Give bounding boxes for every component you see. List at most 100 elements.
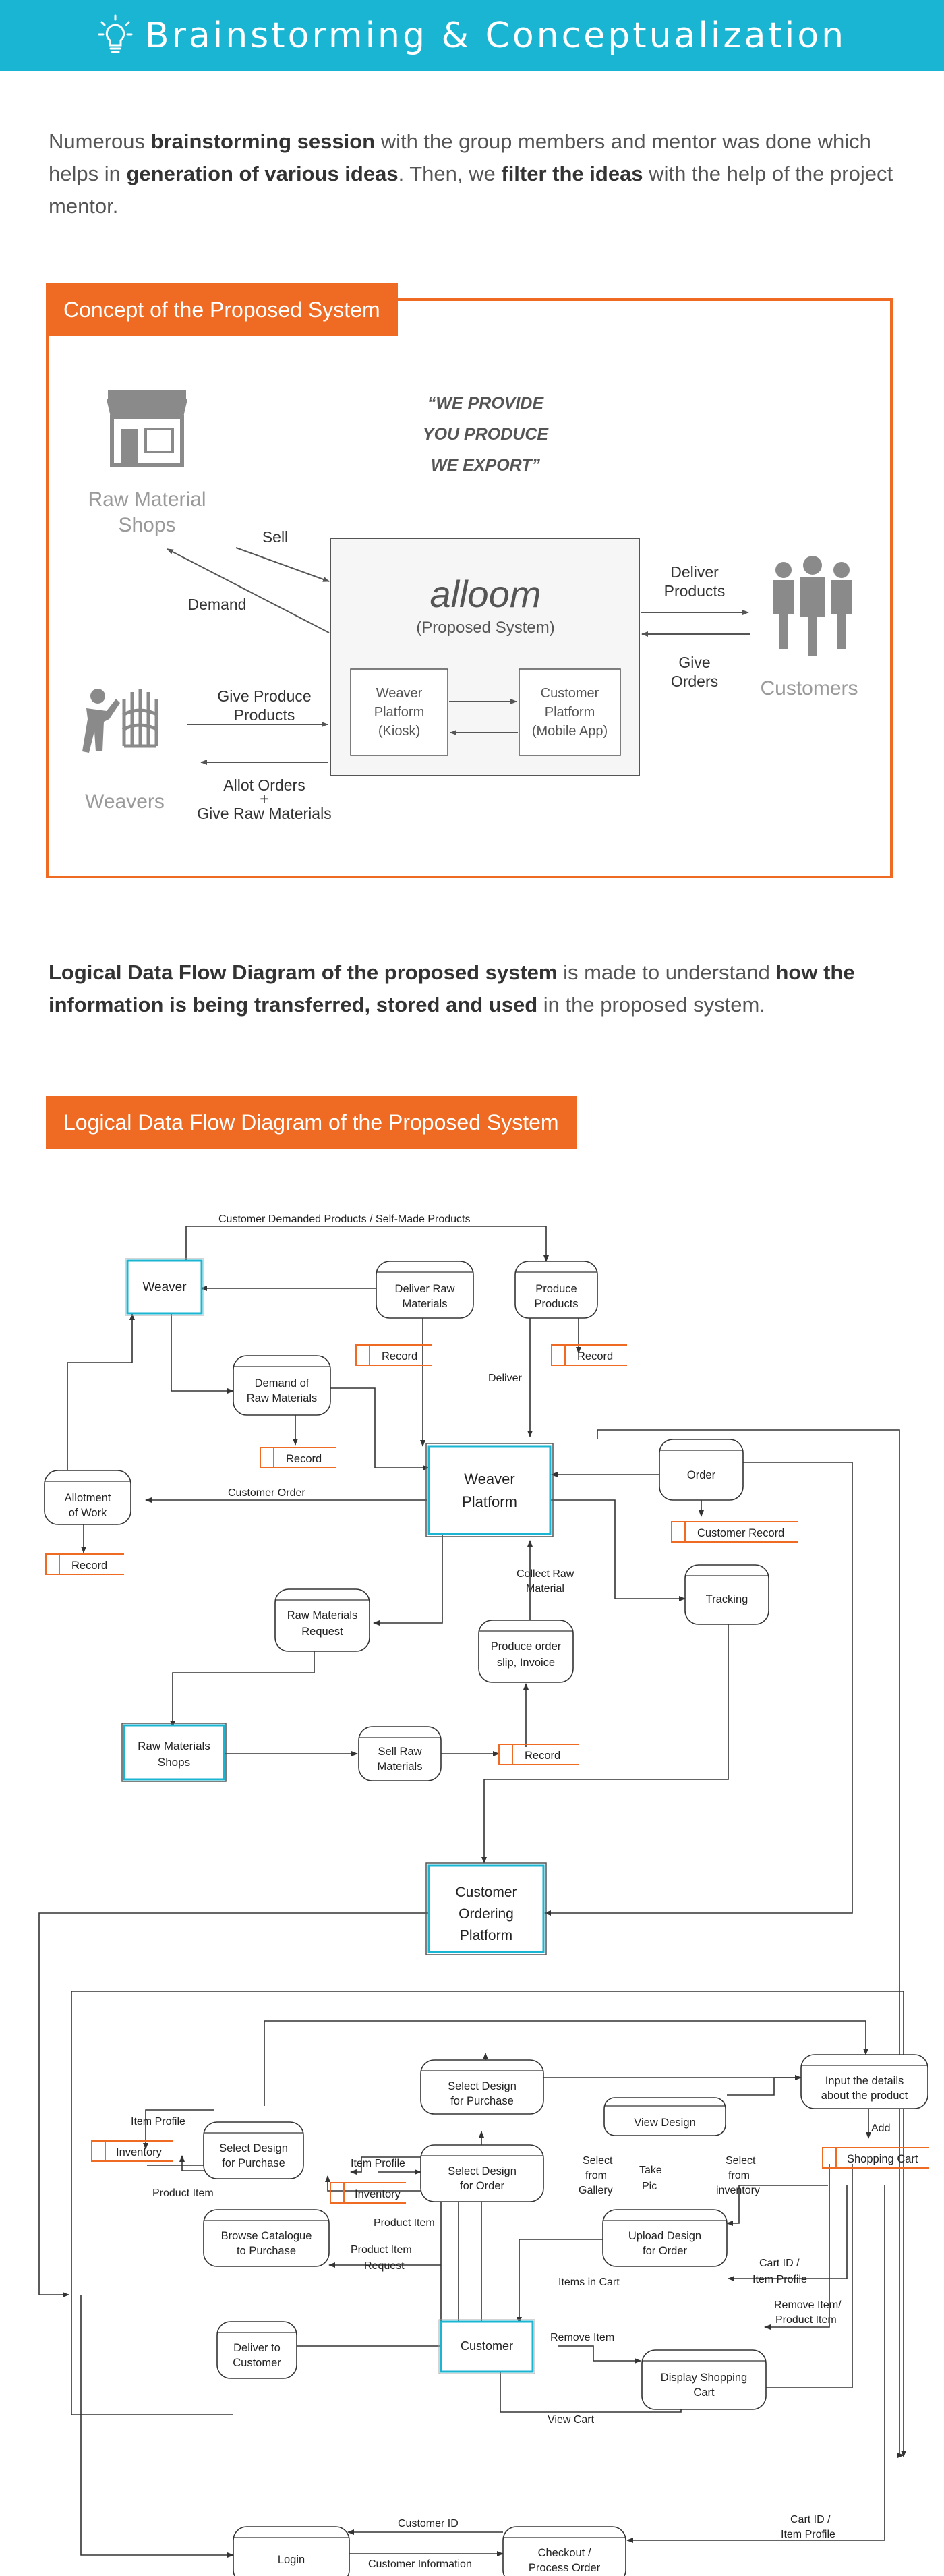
flow-label: Customer Demanded Products / Self-Made P… (218, 1213, 471, 1225)
flow-label: Product Item (775, 2314, 837, 2326)
flow-label: Deliver (488, 1373, 522, 1384)
weaver-platform-box (350, 668, 448, 756)
store-label: Shopping Cart (847, 2153, 918, 2165)
store-record[interactable] (498, 1744, 579, 1765)
store-record[interactable] (355, 1344, 432, 1366)
node-label: Customer (461, 2339, 513, 2353)
flow-label: Product Item (374, 2217, 435, 2229)
process-browse[interactable] (203, 2209, 330, 2267)
process-display-cart[interactable] (641, 2349, 767, 2410)
process-select-purchase-left[interactable] (203, 2121, 304, 2179)
process-sell-raw[interactable] (358, 1726, 442, 1781)
node-label: Order (687, 1469, 716, 1481)
store-record[interactable] (260, 1447, 336, 1468)
entity-raw-materials-shops[interactable] (121, 1723, 227, 1782)
weavers-label: Weavers (85, 791, 165, 813)
node-label: for Purchase (450, 2095, 514, 2107)
quote-line: WE EXPORT” (431, 456, 541, 475)
intro-bold: generation of various ideas (126, 162, 399, 185)
process-checkout[interactable] (502, 2526, 626, 2576)
process-demand-raw[interactable] (233, 1355, 331, 1416)
concept-frame (46, 298, 893, 878)
entity-weaver-platform[interactable] (425, 1443, 554, 1537)
store-customer-record[interactable] (671, 1521, 798, 1543)
flow-label: Remove Item/ (774, 2299, 842, 2311)
store-label: Record (525, 1750, 560, 1762)
flow-label: Orders (671, 672, 718, 690)
flow-label: Gallery (579, 2185, 613, 2196)
node-label: Select Design (448, 2165, 517, 2177)
process-select-order[interactable] (420, 2144, 544, 2202)
process-produce-slip[interactable] (478, 1620, 574, 1683)
store-record[interactable] (551, 1344, 627, 1366)
node-label: Shops (158, 1756, 190, 1769)
flow-label: Give Produce (217, 687, 311, 705)
intro-text: with the help of the project mentor. (49, 162, 893, 218)
ldfd-text: is made to understand (557, 961, 776, 984)
process-allotment[interactable] (44, 1470, 131, 1525)
node-label: Login (278, 2554, 305, 2566)
store-shopping-cart[interactable] (822, 2147, 929, 2169)
weaver-platform-label: Weaver (376, 686, 423, 701)
node-label: Checkout / (538, 2547, 591, 2559)
flow-label: Select (726, 2155, 756, 2167)
node-label: Upload Design (628, 2230, 701, 2242)
process-deliver-raw[interactable] (376, 1261, 474, 1319)
process-view-design[interactable] (603, 2097, 726, 2136)
raw-shops-label: Raw Material (88, 488, 206, 511)
page-title: Brainstorming & Conceptualization (144, 16, 847, 56)
process-select-purchase-top[interactable] (420, 2059, 544, 2115)
node-label: Raw Materials (138, 1740, 210, 1752)
flow-label: Products (234, 706, 295, 724)
customer-platform-label: Platform (545, 705, 595, 720)
store-inventory[interactable] (330, 2182, 406, 2204)
weaver-platform-label: (Kiosk) (378, 724, 420, 739)
node-label: Customer (233, 2357, 281, 2369)
flow-label: inventory (716, 2185, 760, 2196)
process-upload[interactable] (602, 2209, 728, 2267)
ldfd-paragraph: Logical Data Flow Diagram of the propose… (49, 956, 898, 1021)
intro-paragraph: Numerous brainstorming session with the … (49, 125, 898, 223)
customers-label: Customers (760, 677, 858, 699)
entity-weaver[interactable] (125, 1258, 204, 1316)
entity-customer-ordering-platform[interactable] (425, 1862, 547, 1955)
node-label: for Order (460, 2180, 505, 2192)
flow-label: Customer Order (228, 1487, 305, 1499)
store-inventory[interactable] (91, 2140, 173, 2162)
flow-label: Deliver (670, 563, 719, 581)
store-label: Record (71, 1559, 107, 1572)
customer-platform-label: Customer (541, 686, 599, 701)
alloom-logo: alloom (430, 573, 541, 615)
flow-label: Allot Orders (223, 776, 305, 794)
process-deliver-customer[interactable] (216, 2321, 297, 2379)
node-label: Input the details (825, 2075, 904, 2087)
node-label: Tracking (706, 1593, 748, 1605)
process-raw-request[interactable] (274, 1588, 370, 1652)
node-label: Sell Raw (378, 1746, 421, 1758)
node-label: for Purchase (222, 2157, 285, 2169)
flow-label: Item Profile (131, 2116, 185, 2127)
node-label: Display Shopping (661, 2372, 747, 2384)
node-label: about the product (821, 2090, 908, 2102)
entity-customer[interactable] (438, 2319, 535, 2374)
weaver-icon (82, 689, 159, 753)
process-order[interactable] (659, 1439, 744, 1501)
process-login[interactable] (233, 2526, 350, 2576)
node-label: Process Order (529, 2562, 601, 2574)
customer-platform-label: (Mobile App) (532, 724, 608, 739)
flow-label: Products (664, 582, 726, 600)
store-record[interactable] (45, 1553, 124, 1575)
ldfd-bold: Logical Data Flow Diagram of the propose… (49, 961, 558, 984)
node-label: Raw Materials (247, 1392, 318, 1404)
process-produce-products[interactable] (514, 1261, 598, 1319)
store-label: Customer Record (697, 1527, 784, 1539)
store-label: Inventory (116, 2146, 163, 2158)
process-input-details[interactable] (800, 2054, 928, 2109)
flow-label: Customer ID (398, 2518, 459, 2529)
flow-label: Product Item (152, 2187, 214, 2199)
process-tracking[interactable] (684, 1564, 769, 1625)
weaver-platform-label: Platform (374, 705, 424, 720)
node-label: Materials (378, 1761, 423, 1773)
flow-label: Select (583, 2155, 613, 2167)
node-label: Deliver to (233, 2342, 281, 2354)
